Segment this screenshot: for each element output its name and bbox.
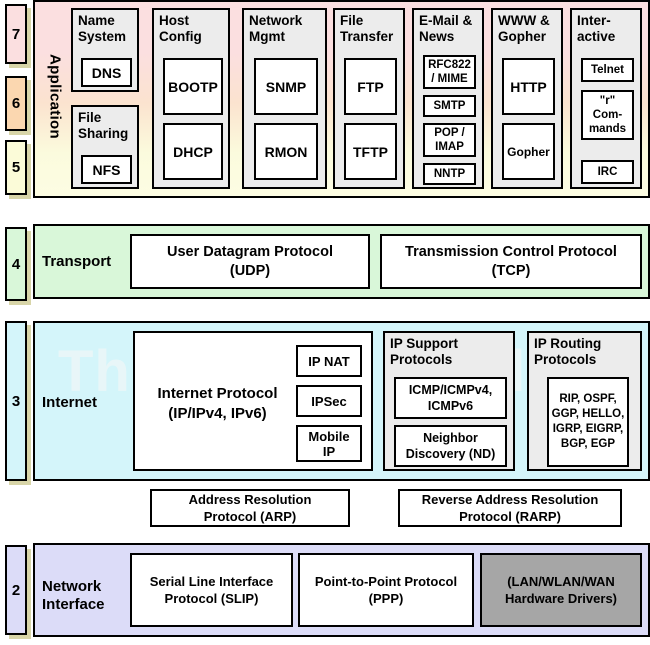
- group-name-system: Name System DNS: [71, 8, 139, 92]
- group-ip-routing-protocols: IP Routing Protocols RIP, OSPF, GGP, HEL…: [527, 331, 642, 471]
- protocol-ip-label: Internet Protocol (IP/IPv4, IPv6): [157, 385, 278, 422]
- group-title: Network Mgmt: [249, 13, 303, 44]
- protocol-ipsec[interactable]: IPSec: [296, 385, 362, 417]
- group-ip-support-protocols: IP Support Protocols ICMP/ICMPv4, ICMPv6…: [383, 331, 515, 471]
- group-title: IP Support Protocols: [390, 336, 459, 367]
- protocol-irc[interactable]: IRC: [581, 160, 634, 184]
- protocol-udp[interactable]: User Datagram Protocol (UDP): [130, 234, 370, 289]
- protocol-icmp[interactable]: ICMP/ICMPv4, ICMPv6: [394, 377, 507, 419]
- protocol-ppp[interactable]: Point-to-Point Protocol (PPP): [298, 553, 474, 627]
- group-title: IP Routing Protocols: [534, 336, 602, 367]
- group-interactive: Inter- active Telnet "r" Com- mands IRC: [570, 8, 642, 189]
- group-title: File Sharing: [78, 110, 129, 141]
- group-title: File Transfer: [340, 13, 394, 44]
- protocol-snmp[interactable]: SNMP: [254, 58, 318, 115]
- protocol-routing-list[interactable]: RIP, OSPF, GGP, HELLO, IGRP, EIGRP, BGP,…: [547, 377, 629, 467]
- protocol-nntp[interactable]: NNTP: [423, 163, 476, 185]
- group-title: WWW & Gopher: [498, 13, 550, 44]
- protocol-mobile-ip[interactable]: Mobile IP: [296, 425, 362, 462]
- protocol-smtp[interactable]: SMTP: [423, 95, 476, 117]
- protocol-ip[interactable]: Internet Protocol (IP/IPv4, IPv6) IP NAT…: [133, 331, 373, 471]
- group-title: E-Mail & News: [419, 13, 473, 44]
- layer-number-6: 6: [5, 76, 27, 131]
- protocol-rmon[interactable]: RMON: [254, 123, 318, 180]
- application-layer-label: Application: [46, 54, 64, 139]
- protocol-nfs[interactable]: NFS: [81, 155, 132, 184]
- group-title: Inter- active: [577, 13, 616, 44]
- protocol-http[interactable]: HTTP: [502, 58, 555, 115]
- protocol-rarp[interactable]: Reverse Address Resolution Protocol (RAR…: [398, 489, 622, 527]
- protocol-telnet[interactable]: Telnet: [581, 58, 634, 82]
- protocol-bootp[interactable]: BOOTP: [163, 58, 223, 115]
- protocol-rfc822-mime[interactable]: RFC822 / MIME: [423, 55, 476, 89]
- group-file-transfer: File Transfer FTP TFTP: [333, 8, 405, 189]
- group-email-news: E-Mail & News RFC822 / MIME SMTP POP / I…: [412, 8, 484, 189]
- group-title: Host Config: [159, 13, 202, 44]
- group-host-config: Host Config BOOTP DHCP: [152, 8, 230, 189]
- protocol-hardware-drivers[interactable]: (LAN/WLAN/WAN Hardware Drivers): [480, 553, 642, 627]
- layer-number-7: 7: [5, 4, 27, 64]
- protocol-r-commands[interactable]: "r" Com- mands: [581, 90, 634, 140]
- protocol-ip-nat[interactable]: IP NAT: [296, 345, 362, 377]
- protocol-ftp[interactable]: FTP: [344, 58, 397, 115]
- layer-number-3: 3: [5, 321, 27, 481]
- protocol-neighbor-discovery[interactable]: Neighbor Discovery (ND): [394, 425, 507, 467]
- protocol-slip[interactable]: Serial Line Interface Protocol (SLIP): [130, 553, 293, 627]
- layer-number-5: 5: [5, 140, 27, 195]
- protocol-arp[interactable]: Address Resolution Protocol (ARP): [150, 489, 350, 527]
- group-www-gopher: WWW & Gopher HTTP Gopher: [491, 8, 563, 189]
- network-interface-layer-label: Network Interface: [42, 578, 105, 613]
- internet-layer-label: Internet: [42, 394, 98, 411]
- layer-number-4: 4: [5, 227, 27, 301]
- protocol-dhcp[interactable]: DHCP: [163, 123, 223, 180]
- group-title: Name System: [78, 13, 127, 44]
- transport-layer-label: Transport: [42, 253, 112, 270]
- protocol-pop-imap[interactable]: POP / IMAP: [423, 123, 476, 157]
- layer-number-2: 2: [5, 545, 27, 635]
- protocol-dns[interactable]: DNS: [81, 58, 132, 87]
- protocol-gopher[interactable]: Gopher: [502, 123, 555, 180]
- group-network-mgmt: Network Mgmt SNMP RMON: [242, 8, 327, 189]
- protocol-tcp[interactable]: Transmission Control Protocol (TCP): [380, 234, 642, 289]
- protocol-tftp[interactable]: TFTP: [344, 123, 397, 180]
- group-file-sharing: File Sharing NFS: [71, 105, 139, 189]
